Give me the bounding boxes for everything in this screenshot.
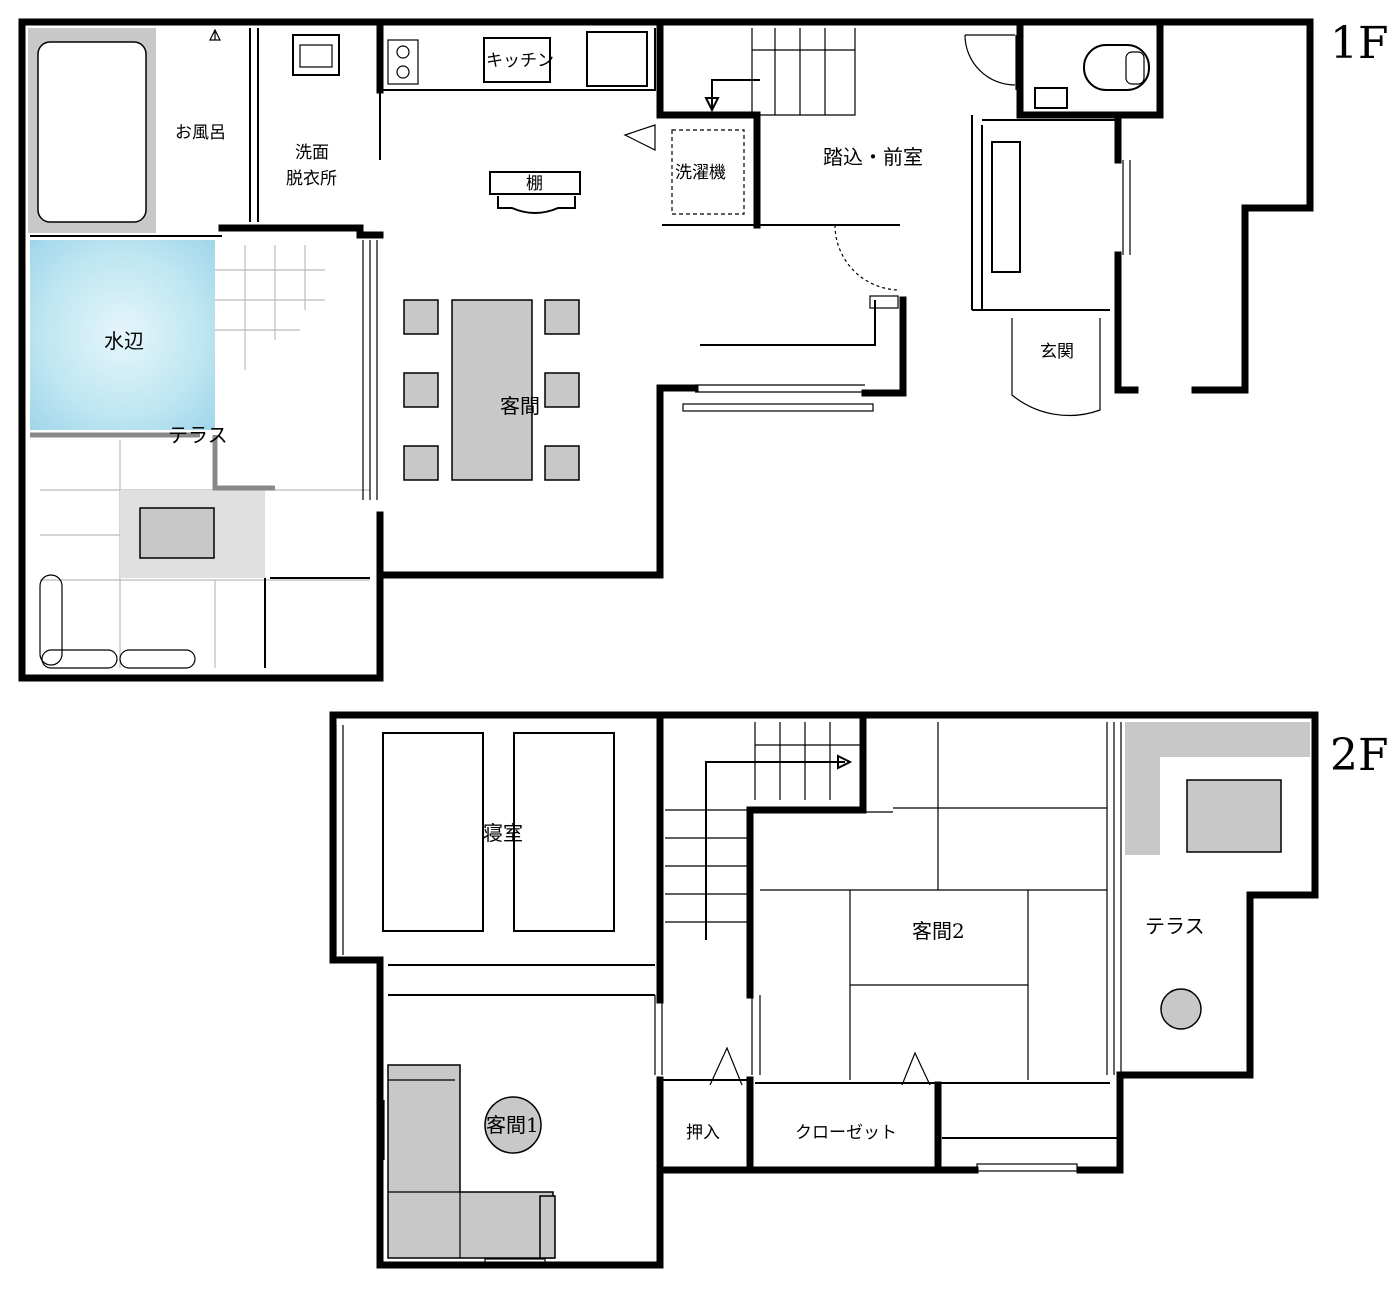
bathtub — [37, 41, 147, 223]
terrace-divider — [30, 432, 275, 491]
shelf-base — [497, 196, 576, 214]
shoe-cabinet — [991, 141, 1021, 273]
wall — [18, 18, 1314, 394]
stairs — [665, 722, 860, 940]
wash-basin — [292, 34, 340, 76]
room-label-kitchen: キッチン — [486, 51, 554, 71]
label-laundry: 洗濯機 — [675, 163, 726, 183]
room-label-bedroom: 寝室 — [483, 821, 523, 845]
terrace-stool — [1160, 988, 1202, 1030]
door-swing — [834, 224, 901, 291]
terrace-table — [1186, 779, 1282, 853]
wall — [18, 18, 384, 682]
fridge — [586, 31, 648, 87]
floor-label-2f: 2F — [1330, 730, 1389, 781]
room-label-guest: 客間 — [500, 394, 540, 418]
second-floor-plan: 2F 寝室 客間2 テラス 客間1 押入 クローゼット — [329, 711, 1389, 1269]
cushion — [119, 649, 196, 669]
wall — [329, 711, 1319, 1174]
terrace-bench — [1125, 722, 1310, 855]
entrance-door — [1011, 318, 1101, 417]
room-label-terrace-2f: テラス — [1145, 914, 1205, 938]
room-label-oshiire: 押入 — [686, 1123, 720, 1143]
stairs — [704, 28, 856, 116]
room-label-entrance: 玄関 — [1040, 342, 1074, 362]
dining-chairs — [403, 299, 580, 481]
terrace-edge — [264, 577, 370, 668]
door-swing — [623, 124, 656, 151]
shower-icon — [209, 28, 221, 41]
terrace-table — [139, 507, 215, 559]
wall — [861, 296, 907, 397]
window — [335, 722, 1122, 1160]
partition — [662, 115, 1118, 346]
kitchen-sink — [483, 37, 551, 83]
window — [1122, 160, 1131, 255]
stove-icon — [387, 39, 419, 85]
toilet-icon — [1083, 44, 1150, 91]
room-label-guest-1: 客間1 — [486, 1113, 539, 1137]
kitchen-counter — [380, 28, 656, 91]
sofa-arm — [539, 1195, 556, 1259]
sofa — [387, 1064, 554, 1259]
first-floor-plan: 1F お風呂 洗面 脱衣所 キッチン 棚 洗濯機 踏込・前室 水辺 テラス 客間… — [18, 18, 1389, 682]
room-label-closet: クローゼット — [795, 1123, 897, 1143]
dining-table — [451, 299, 533, 481]
label-shelf: 棚 — [526, 174, 543, 194]
washing-machine — [671, 129, 745, 215]
wall — [218, 224, 384, 239]
cushion — [41, 649, 118, 669]
room-label-guest-2: 客間2 — [912, 919, 965, 943]
toilet-wall — [1016, 24, 1164, 119]
window — [362, 240, 378, 500]
window — [976, 1163, 1078, 1172]
window — [695, 384, 865, 393]
room-label-washroom: 洗面 — [295, 143, 329, 163]
tatami-mats — [760, 722, 1107, 1080]
room-label-bath: お風呂 — [175, 123, 226, 143]
bed — [513, 732, 615, 932]
room-label-waterside: 水辺 — [104, 329, 144, 353]
wall — [1114, 111, 1139, 394]
sliding-door — [709, 1046, 931, 1086]
window — [484, 1258, 546, 1267]
bed — [382, 732, 484, 932]
shelf — [489, 171, 581, 195]
sofa-seams — [388, 1079, 461, 1258]
partition — [30, 28, 381, 237]
door-swing — [964, 34, 1017, 90]
column — [869, 295, 899, 309]
waterside-area — [30, 240, 215, 430]
wall — [746, 711, 867, 1172]
floor-label-1f: 1F — [1330, 18, 1389, 69]
window — [682, 403, 874, 412]
round-table — [484, 1096, 542, 1154]
wall — [376, 384, 699, 579]
laundry-wall — [656, 24, 761, 229]
room-label-anteroom: 踏込・前室 — [823, 145, 923, 169]
cushion — [39, 574, 63, 666]
room-label-terrace: テラス — [168, 423, 228, 447]
room-label-washroom-2: 脱衣所 — [286, 169, 337, 189]
toilet-sink — [1034, 87, 1068, 109]
partition — [388, 964, 1118, 1139]
